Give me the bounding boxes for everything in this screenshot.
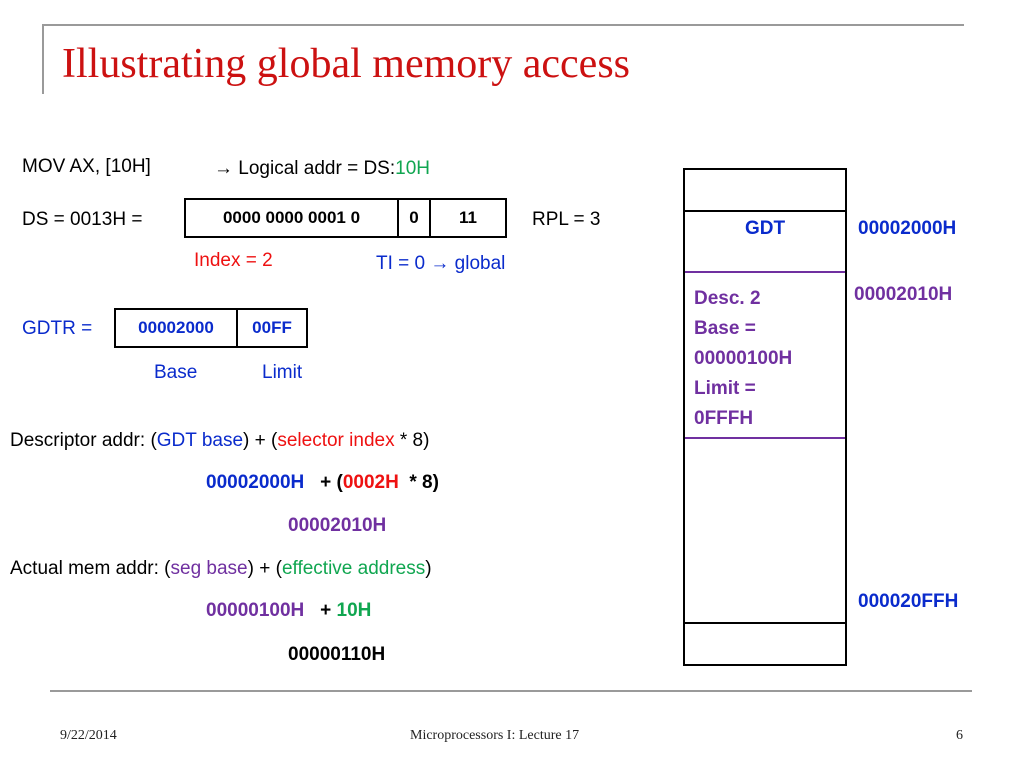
- gdt-label: GDT: [744, 218, 786, 239]
- calc-plus: +: [320, 600, 332, 621]
- gdt-descriptor-2: Desc. 2 Base = 00000100H Limit = 0FFFH: [694, 284, 844, 434]
- arrow-right-icon: →: [430, 253, 450, 274]
- formula-text: Actual mem addr: (: [10, 558, 171, 579]
- calc-mult: * 8): [409, 472, 439, 493]
- gdtr-label: GDTR =: [22, 318, 93, 339]
- calc-plus: + (: [320, 472, 343, 493]
- logical-prefix: Logical addr = DS:: [238, 158, 396, 179]
- calc-offset: 10H: [336, 600, 372, 621]
- formula-text: ): [425, 558, 432, 579]
- ds-label: DS = 0013H =: [22, 209, 143, 230]
- formula-effective-address: effective address: [281, 558, 426, 579]
- top-rule: [42, 24, 964, 26]
- gdt-desc-bottom-border: [685, 437, 845, 439]
- arrow-right-icon: →: [214, 158, 233, 179]
- gdtr-register: 00002000 00FF: [114, 308, 308, 348]
- memory-result: 00000110H: [288, 644, 386, 665]
- index-label: Index = 2: [194, 250, 273, 271]
- formula-gdt-base: GDT base: [156, 430, 244, 451]
- limit-label: Limit: [262, 362, 303, 383]
- descriptor-address-formula: Descriptor addr: (GDT base) + (selector …: [10, 430, 429, 452]
- descriptor-result: 00002010H: [288, 515, 387, 536]
- address-desc2: 00002010H: [854, 284, 953, 305]
- slide-title: Illustrating global memory access: [62, 41, 631, 87]
- descriptor-calculation: 00002000H + (0002H * 8): [206, 472, 439, 494]
- calc-gdt-base: 00002000H: [206, 472, 305, 493]
- selector-ti-bit: 0: [397, 198, 431, 238]
- gdt-desc-top-border: [685, 271, 845, 273]
- desc-line: Base =: [694, 318, 756, 339]
- formula-text: ) + (: [243, 430, 278, 451]
- rpl-label: RPL = 3: [532, 209, 601, 230]
- calc-index: 0002H: [342, 472, 399, 493]
- gdt-row-top: [685, 210, 845, 212]
- base-label: Base: [154, 362, 198, 383]
- gdt-memory-column: GDT Desc. 2 Base = 00000100H Limit = 0FF…: [683, 168, 847, 666]
- footer-date: 9/22/2014: [60, 728, 117, 743]
- desc-line: 0FFFH: [694, 408, 754, 429]
- gdtr-limit: 00FF: [236, 308, 308, 348]
- ti-label: TI = 0 → global: [376, 253, 505, 275]
- desc-line: Desc. 2: [694, 288, 761, 309]
- formula-text: * 8): [394, 430, 430, 451]
- address-gdt-start: 00002000H: [858, 218, 957, 239]
- formula-selector-index: selector index: [277, 430, 395, 451]
- address-gdt-end: 000020FFH: [858, 591, 959, 612]
- footer-rule: [50, 690, 972, 692]
- desc-line: 00000100H: [694, 348, 793, 369]
- formula-seg-base: seg base: [170, 558, 248, 579]
- calc-seg-base: 00000100H: [206, 600, 305, 621]
- formula-text: ) + (: [247, 558, 282, 579]
- gdtr-base: 00002000: [114, 308, 238, 348]
- instruction: MOV AX, [10H]: [22, 156, 151, 177]
- gdt-row-bottom: [685, 622, 845, 624]
- left-rule: [42, 24, 44, 94]
- selector-rpl-bits: 11: [429, 198, 507, 238]
- memory-calculation: 00000100H + 10H: [206, 600, 371, 622]
- footer-course: Microprocessors I: Lecture 17: [410, 728, 580, 743]
- desc-line: Limit =: [694, 378, 756, 399]
- selector-register: 0000 0000 0001 0 0 11: [184, 198, 507, 238]
- ti-prefix: TI = 0: [376, 253, 426, 274]
- footer-page-number: 6: [956, 728, 963, 743]
- ti-suffix: global: [454, 253, 506, 274]
- selector-index-bits: 0000 0000 0001 0: [184, 198, 399, 238]
- logical-offset: 10H: [395, 158, 430, 179]
- formula-text: Descriptor addr: (: [10, 430, 157, 451]
- memory-address-formula: Actual mem addr: (seg base) + (effective…: [10, 558, 432, 580]
- logical-address-line: → Logical addr = DS:10H: [214, 158, 430, 180]
